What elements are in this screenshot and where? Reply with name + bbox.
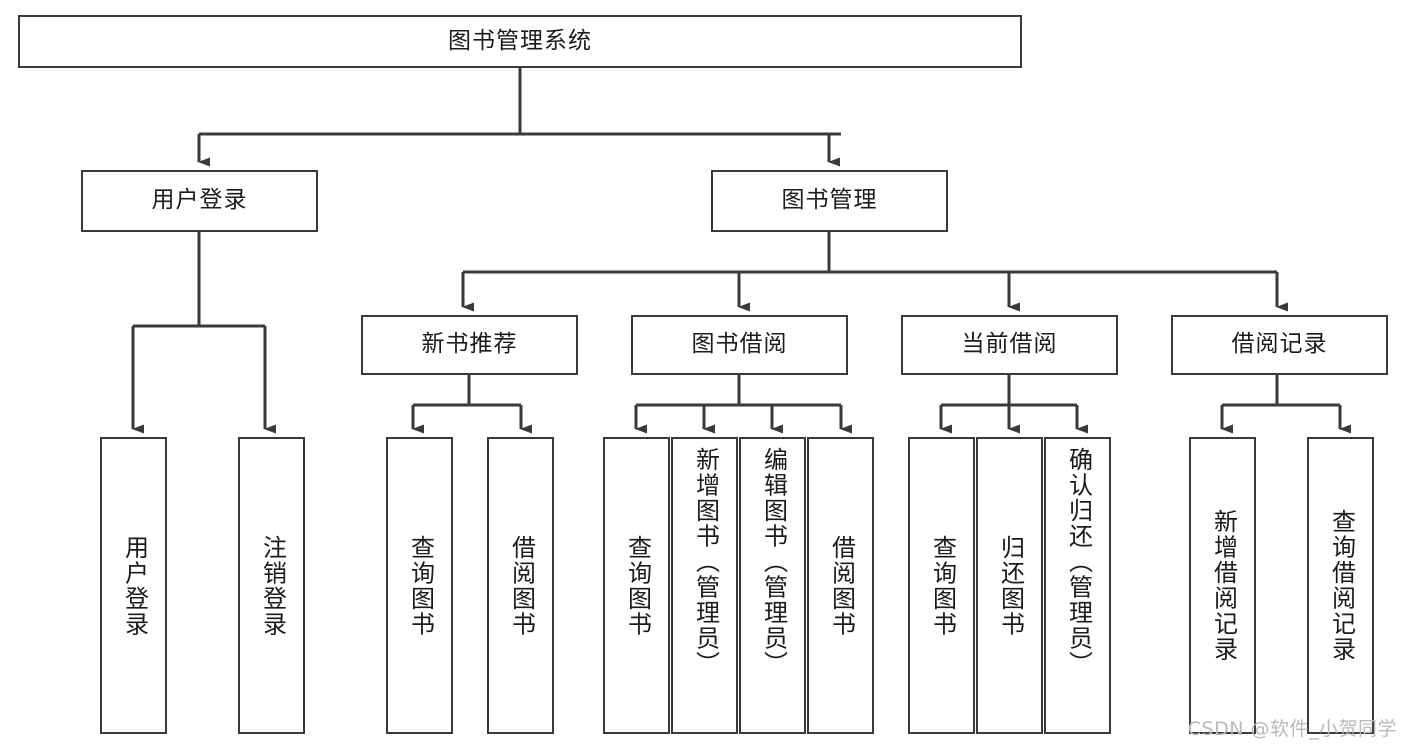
node-label: 用户登录 — [151, 187, 248, 214]
leaf-label: 注销登录 — [258, 534, 287, 637]
leaf-return-book[interactable]: 归还图书 — [976, 437, 1043, 734]
leaf-label: 查询图书 — [928, 534, 957, 637]
leaf-confirm-return-admin[interactable]: 确认归还（管理员） — [1044, 437, 1111, 734]
node-book-borrow[interactable]: 图书借阅 — [631, 315, 848, 375]
leaf-label: 查询借阅记录 — [1327, 509, 1356, 662]
leaf-label: 新增图书（管理员） — [691, 447, 720, 677]
node-user-login[interactable]: 用户登录 — [81, 170, 318, 232]
leaf-label: 借阅图书 — [507, 534, 536, 637]
leaf-logout-login[interactable]: 注销登录 — [238, 437, 305, 734]
leaf-label: 确认归还（管理员） — [1064, 447, 1093, 677]
leaf-label: 借阅图书 — [827, 534, 856, 637]
node-book-management[interactable]: 图书管理 — [711, 170, 948, 232]
node-label: 图书借阅 — [691, 331, 788, 358]
leaf-label: 查询图书 — [406, 534, 435, 637]
node-label: 图书管理 — [781, 187, 878, 214]
node-book-management-system[interactable]: 图书管理系统 — [18, 15, 1022, 68]
leaf-add-book-admin[interactable]: 新增图书（管理员） — [671, 437, 738, 734]
leaf-borrow-book-new-book[interactable]: 借阅图书 — [487, 437, 554, 734]
leaf-borrow-book-borrow[interactable]: 借阅图书 — [807, 437, 874, 734]
leaf-label: 用户登录 — [120, 534, 149, 637]
leaf-add-borrow-record[interactable]: 新增借阅记录 — [1189, 437, 1256, 734]
node-current-borrow[interactable]: 当前借阅 — [901, 315, 1118, 375]
leaf-query-book-current[interactable]: 查询图书 — [908, 437, 975, 734]
leaf-query-borrow-record[interactable]: 查询借阅记录 — [1307, 437, 1374, 734]
node-label: 图书管理系统 — [448, 27, 592, 54]
node-label: 当前借阅 — [961, 331, 1058, 358]
leaf-user-login[interactable]: 用户登录 — [100, 437, 167, 734]
csdn-watermark: CSDN @软件_小贺同学 — [1187, 718, 1397, 740]
leaf-query-book-new-book[interactable]: 查询图书 — [386, 437, 453, 734]
node-label: 新书推荐 — [421, 331, 518, 358]
leaf-label: 新增借阅记录 — [1209, 509, 1238, 662]
leaf-label: 编辑图书（管理员） — [759, 447, 788, 677]
node-label: 借阅记录 — [1231, 331, 1328, 358]
leaf-label: 查询图书 — [623, 534, 652, 637]
node-new-book-recommend[interactable]: 新书推荐 — [361, 315, 578, 375]
leaf-query-book-borrow[interactable]: 查询图书 — [603, 437, 670, 734]
leaf-label: 归还图书 — [996, 534, 1025, 637]
node-borrow-record[interactable]: 借阅记录 — [1171, 315, 1388, 375]
leaf-edit-book-admin[interactable]: 编辑图书（管理员） — [739, 437, 806, 734]
